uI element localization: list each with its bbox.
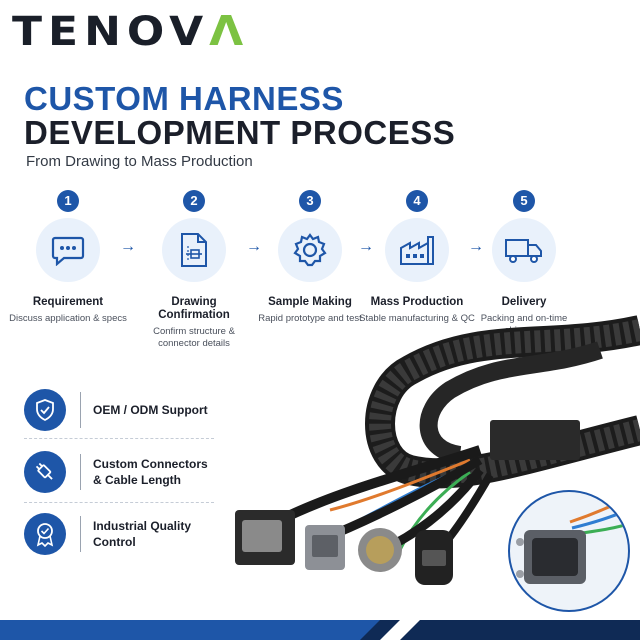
arrow-right-icon: → <box>358 238 374 255</box>
process-step-4: 4 Mass Production Stable manufacturing &… <box>357 190 477 325</box>
step-number: 4 <box>406 190 428 212</box>
drawing-icon <box>181 233 207 267</box>
feature-separator <box>80 454 81 490</box>
factory-icon <box>400 236 434 265</box>
process-step-2: 2 Drawing Confirmation Confirm structure… <box>134 190 254 350</box>
connector-detail-inset <box>508 490 630 612</box>
step-title: Sample Making <box>268 296 352 308</box>
truck-icon <box>505 239 542 263</box>
brand-logo: TENOVΛ <box>12 11 249 52</box>
step-description: Stable manufacturing & QC <box>359 313 475 324</box>
quality-badge-icon <box>36 523 54 547</box>
step-number: 3 <box>299 190 321 212</box>
chat-icon <box>51 236 85 266</box>
feature-oem-odm: OEM / ODM Support <box>24 382 214 438</box>
feature-separator <box>80 392 81 428</box>
cable-harness-illustration <box>235 315 640 585</box>
feature-label: Industrial Quality Control <box>93 519 192 549</box>
step-title: Delivery <box>501 296 547 308</box>
process-step-1: 1 Requirement Discuss application & spec… <box>8 190 128 325</box>
connector-icon <box>35 462 53 480</box>
brand-accent-letter: Λ <box>209 8 250 55</box>
process-step-3: 3 Sample Making Rapid prototype and test <box>250 190 370 325</box>
step-icon-circle <box>278 218 342 282</box>
step-description: Rapid prototype and test <box>258 313 362 324</box>
step-description: Discuss application & specs <box>9 313 127 324</box>
feature-quality-control: Industrial Quality Control <box>24 506 214 562</box>
arrow-right-icon: → <box>468 238 484 255</box>
step-number: 2 <box>183 190 205 212</box>
feature-divider <box>24 502 214 503</box>
feature-label: Custom Connectors & Cable Length <box>93 457 208 487</box>
step-icon-circle <box>36 218 100 282</box>
arrow-right-icon: → <box>120 238 136 255</box>
brand-name: TENOV <box>12 8 210 55</box>
feature-icon-badge <box>24 451 66 493</box>
headline-subtitle: From Drawing to Mass Production <box>26 153 253 170</box>
feature-label: OEM / ODM Support <box>93 403 208 417</box>
step-icon-circle <box>385 218 449 282</box>
shield-check-icon <box>36 399 54 422</box>
step-icon-circle <box>162 218 226 282</box>
step-number: 5 <box>513 190 535 212</box>
feature-custom-connectors: Custom Connectors & Cable Length <box>24 444 214 500</box>
step-title: Drawing Confirmation <box>158 296 230 321</box>
feature-separator <box>80 516 81 552</box>
step-title: Requirement <box>32 296 104 308</box>
gear-icon <box>293 233 327 267</box>
step-description: Confirm structure & connector details <box>153 326 235 349</box>
feature-icon-badge <box>24 513 66 555</box>
headline-line-1: CUSTOM HARNESS <box>24 80 344 117</box>
step-title: Mass Production <box>370 296 464 308</box>
connector-closeup-illustration <box>516 496 628 584</box>
feature-divider <box>24 438 214 439</box>
feature-icon-badge <box>24 389 66 431</box>
headline-line-2: DEVELOPMENT PROCESS <box>24 114 456 151</box>
step-number: 1 <box>57 190 79 212</box>
arrow-right-icon: → <box>246 238 262 255</box>
step-icon-circle <box>492 218 556 282</box>
bottom-accent-band <box>0 620 640 640</box>
